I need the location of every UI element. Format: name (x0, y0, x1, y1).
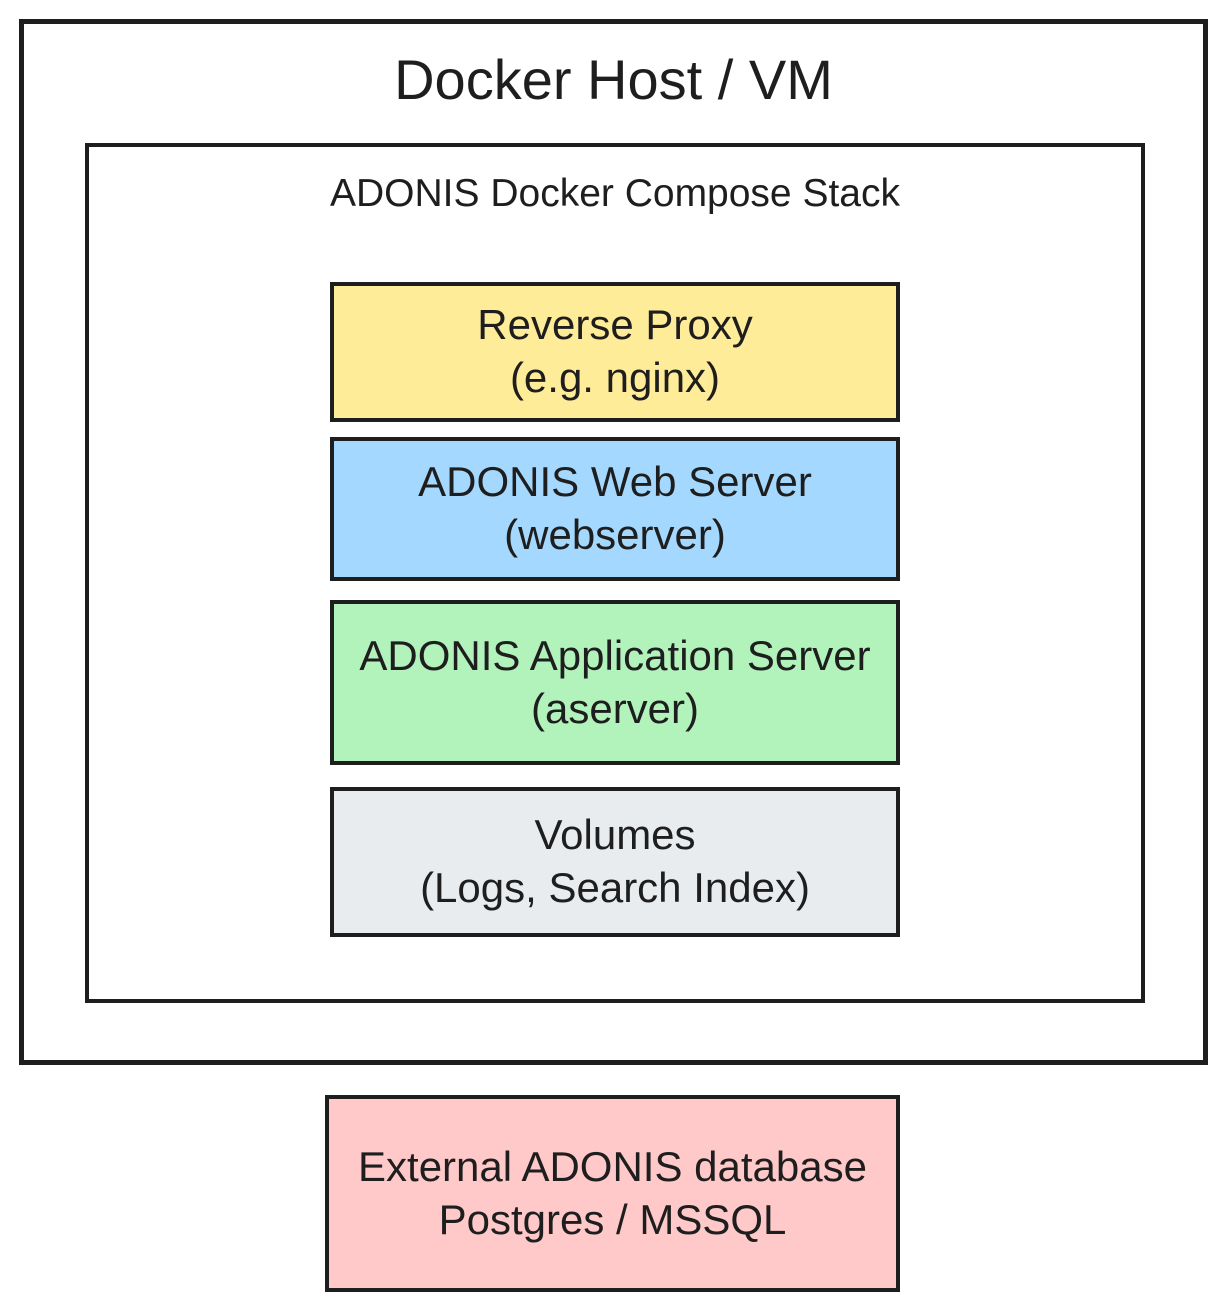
service-title: ADONIS Web Server (418, 458, 812, 506)
volumes-box: Volumes (Logs, Search Index) (330, 787, 900, 937)
service-subtitle: (Logs, Search Index) (420, 864, 810, 911)
service-title: Volumes (534, 811, 696, 859)
service-title: Reverse Proxy (477, 301, 753, 349)
service-box-reverse-proxy: Reverse Proxy (e.g. nginx) (330, 282, 900, 422)
docker-host-box: Docker Host / VM ADONIS Docker Compose S… (19, 19, 1208, 1065)
service-title: ADONIS Application Server (359, 631, 871, 679)
external-database-box: External ADONIS database Postgres / MSSQ… (325, 1095, 900, 1292)
service-subtitle: (aserver) (530, 684, 700, 732)
compose-stack-box: ADONIS Docker Compose Stack Reverse Prox… (85, 143, 1145, 1003)
service-box-webserver: ADONIS Web Server (webserver) (330, 437, 900, 581)
service-subtitle: (webserver) (504, 511, 726, 558)
docker-host-title: Docker Host / VM (394, 48, 833, 111)
service-subtitle: (e.g. nginx) (509, 354, 721, 401)
external-database-subtitle: Postgres / MSSQL (438, 1195, 787, 1243)
compose-stack-title: ADONIS Docker Compose Stack (329, 172, 900, 215)
service-box-aserver: ADONIS Application Server (aserver) (330, 600, 900, 765)
external-database-title: External ADONIS database (358, 1142, 867, 1190)
